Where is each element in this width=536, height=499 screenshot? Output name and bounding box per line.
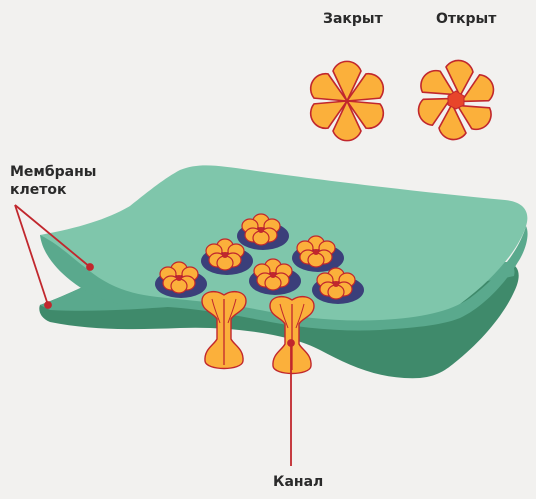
channel-label: Канал bbox=[273, 474, 324, 490]
cell-membranes-label-line1: Мембраны bbox=[10, 164, 97, 180]
pointer-lines bbox=[14, 204, 295, 466]
open-connexon-icon bbox=[412, 59, 500, 141]
cell-membranes-label-line2: клеток bbox=[10, 182, 67, 198]
cell-membranes-label: Мембраны клеток bbox=[10, 163, 96, 199]
closed-connexon-icon bbox=[304, 60, 390, 142]
closed-label: Закрыт bbox=[323, 11, 383, 27]
open-label: Открыт bbox=[436, 11, 497, 27]
